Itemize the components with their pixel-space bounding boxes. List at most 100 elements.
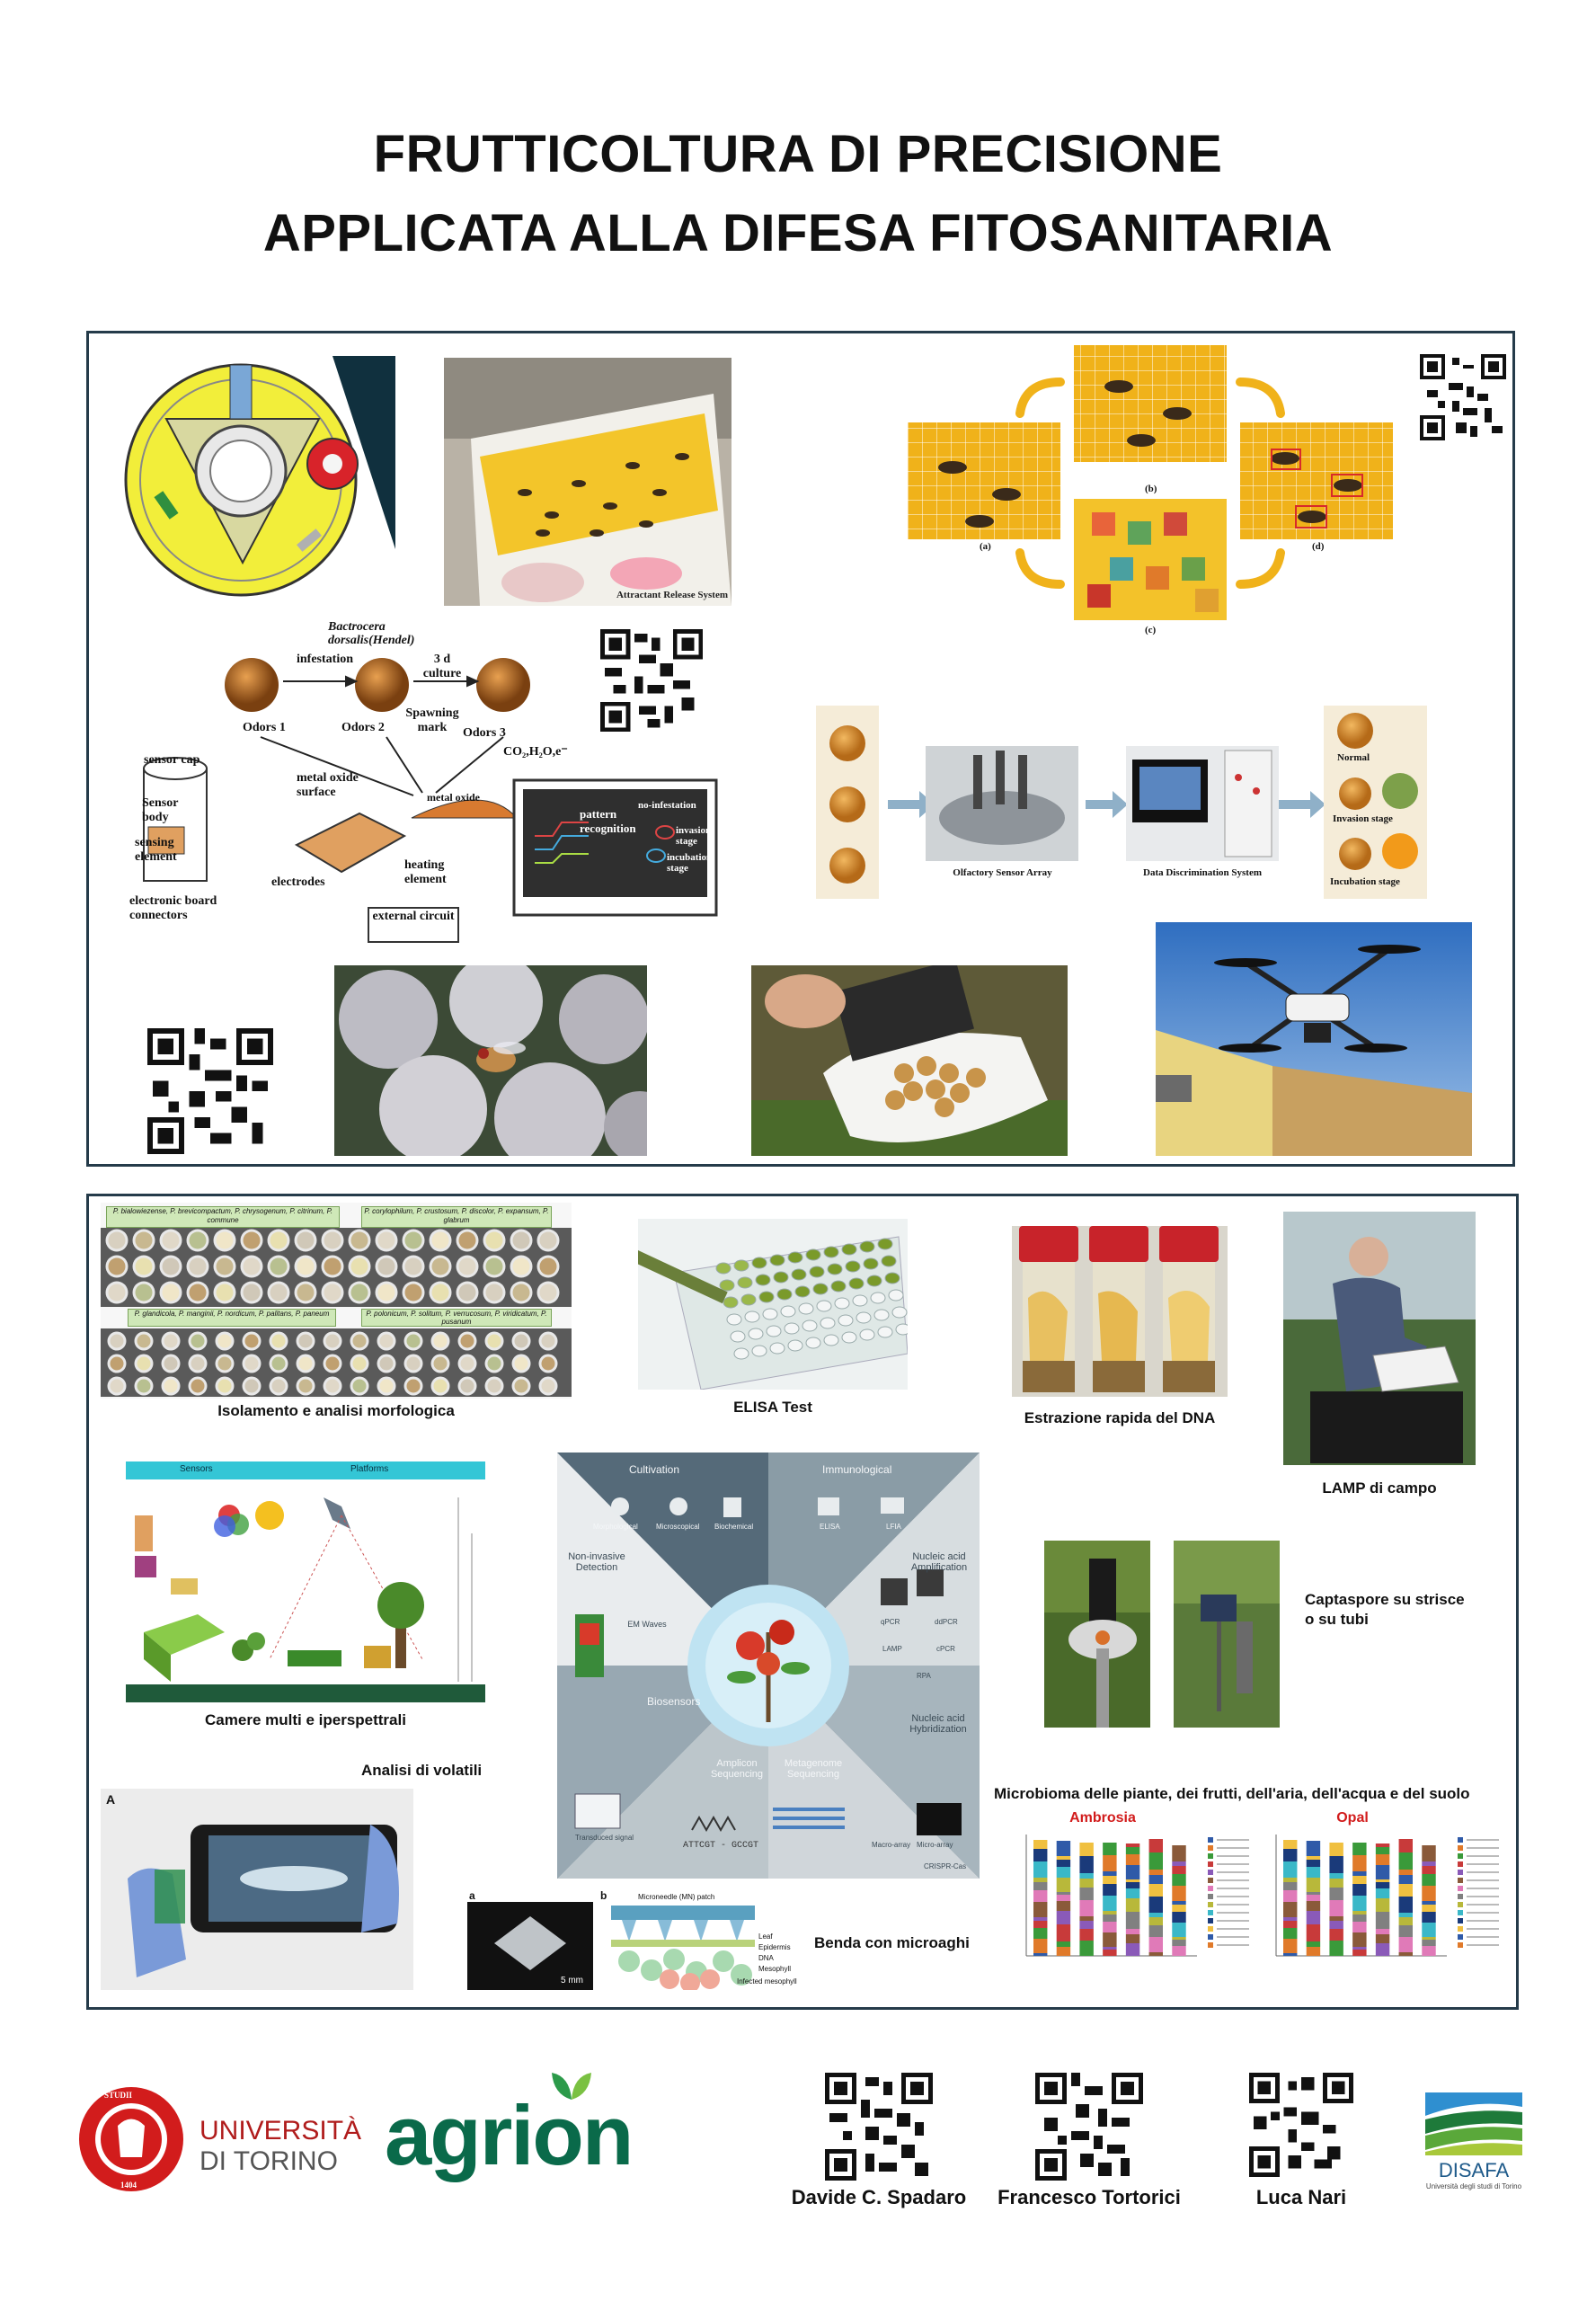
wheel-rpa: RPA	[917, 1672, 931, 1680]
volatili-caption: Analisi di volatili	[361, 1762, 483, 1779]
trap-cad-drawing	[117, 356, 395, 599]
wheel-macroarray: Macro-array	[872, 1841, 911, 1849]
volatili-label-a: A	[106, 1792, 116, 1807]
enose-sensing-element: sensing element	[135, 836, 177, 864]
elisa-caption: ELISA Test	[733, 1399, 812, 1416]
fly-on-fruit-photo	[334, 965, 647, 1156]
wheel-microscopical: Microscopical	[656, 1523, 700, 1531]
enose-no-infestation: no-infestation	[638, 800, 696, 811]
disafa-logo: DISAFA Università degli studi di Torino	[1420, 2089, 1528, 2197]
olfactory-flow-diagram: Olfactory Sensor Array Data Discriminati…	[816, 706, 1427, 903]
spore-caption-1: Captaspore su strisce	[1305, 1591, 1465, 1608]
person-tortorici: Francesco Tortorici	[998, 2186, 1181, 2208]
enose-infestation: infestation	[297, 653, 353, 666]
fly-label-d: (d)	[1312, 541, 1325, 552]
needle-patch: Microneedle (MN) patch	[638, 1893, 715, 1901]
wheel-cpcr: cPCR	[936, 1645, 955, 1653]
sticky-trap-photo: Attractant Release System	[444, 358, 732, 606]
fly-label-a: (a)	[980, 541, 991, 552]
enose-heating-element: heating element	[404, 858, 447, 886]
spore-trap-strip-photo	[1044, 1541, 1150, 1728]
camera-caption: Camere multi e iperspettrali	[205, 1711, 406, 1728]
needle-mesophyll: Mesophyll	[758, 1965, 792, 1973]
wheel-morphological: Morphological	[593, 1523, 638, 1531]
microbiome-ambrosia-title: Ambrosia	[1069, 1810, 1136, 1826]
microbiome-opal-chart: Opal	[1258, 1810, 1510, 1990]
wheel-seq: ATTCGT - GCCGT	[683, 1841, 759, 1851]
microbiome-ambrosia-chart: Ambrosia	[1008, 1810, 1260, 1990]
morph-species-3: P. glandicola, P. manginii, P. nordicum,…	[128, 1309, 336, 1327]
microbiome-caption: Microbioma delle piante, dei frutti, del…	[994, 1785, 1470, 1802]
wheel-cultivation: Cultivation	[629, 1463, 680, 1476]
needle-dna: DNA	[758, 1954, 774, 1962]
needle-epidermis: Epidermis	[758, 1943, 791, 1951]
wheel-qpcr: qPCR	[881, 1618, 900, 1626]
enose-metal-oxide-surface: metal oxide surface	[297, 771, 359, 799]
enose-pattern-recognition: pattern recognition	[580, 807, 636, 835]
unito-name-line1: UNIVERSITÀ	[200, 2116, 362, 2146]
title-line-1: FRUTTICOLTURA DI PRECISIONE	[373, 125, 1223, 183]
olfactory-array-label: Olfactory Sensor Array	[953, 867, 1052, 878]
lamp-field-photo	[1283, 1212, 1476, 1465]
bottom-panel	[86, 1194, 1519, 2010]
wheel-biosensors: Biosensors	[647, 1695, 701, 1708]
olfactory-system-label: Data Discrimination System	[1143, 867, 1262, 878]
drone-photo	[1156, 922, 1472, 1156]
wheel-metagenome: Metagenome Sequencing	[784, 1758, 843, 1780]
enose-gases: CO₂,H₂O,e⁻	[503, 745, 568, 759]
wheel-lamp: LAMP	[882, 1645, 902, 1653]
needle-caption: Benda con microaghi	[814, 1934, 970, 1951]
enose-species: Bactrocera dorsalis(Hendel)	[328, 620, 415, 647]
person-spadaro: Davide C. Spadaro	[791, 2186, 967, 2208]
hyperspectral-diagram: Sensors Platforms	[126, 1461, 485, 1702]
diagnostic-wheel-diagram: Cultivation Immunological Morphological …	[557, 1453, 980, 1879]
person-nari: Luca Nari	[1255, 2186, 1347, 2208]
enose-culture: 3 d culture	[422, 653, 462, 680]
elisa-plate-photo	[638, 1219, 908, 1390]
needle-leaf: Leaf	[758, 1932, 773, 1941]
svg-text:STUDII: STUDII	[104, 2091, 133, 2100]
fly-detection-diagram: (a) (b) (c) (d)	[908, 342, 1393, 652]
dna-caption: Estrazione rapida del DNA	[1024, 1409, 1216, 1426]
fly-label-c: (c)	[1145, 625, 1157, 635]
olfactory-incubation: Incubation stage	[1330, 876, 1400, 887]
wheel-immunological: Immunological	[822, 1463, 892, 1476]
enose-diagram: Bactrocera dorsalis(Hendel) infestation …	[126, 620, 719, 944]
smartphone-volatile-photo: A	[101, 1789, 413, 1990]
enose-metal-oxide: metal oxide	[427, 791, 480, 804]
wheel-noninvasive: Non-invasive Detection	[568, 1551, 625, 1573]
needle-infected: Infected mesophyll	[737, 1977, 797, 1986]
spore-trap-tube-photo	[1174, 1541, 1280, 1728]
disafa-wordmark: DISAFA	[1438, 2159, 1510, 2181]
trap-bait-photo	[751, 965, 1068, 1156]
enose-sensor-body: Sensor body	[142, 796, 179, 824]
needle-scale: 5 mm	[561, 1976, 583, 1986]
disafa-subtitle: Università degli studi di Torino	[1425, 2182, 1522, 2190]
wheel-nucleic-hyb: Nucleic acid Hybridization	[909, 1713, 967, 1735]
wheel-elisa: ELISA	[820, 1523, 840, 1531]
qr-code-spadaro	[825, 2073, 933, 2181]
spore-caption-2: o su tubi	[1305, 1611, 1369, 1628]
enose-spawning: Spawning mark	[405, 706, 459, 734]
microneedle-diagram: a b 5 mm Microneedle (MN) patch Leaf Epi…	[467, 1889, 800, 1990]
wheel-microarray: Micro-array	[917, 1841, 953, 1849]
platforms-header: Platforms	[350, 1464, 389, 1474]
enose-sensor-cap: sensor cap	[144, 753, 200, 767]
qr-code-tortorici	[1035, 2073, 1143, 2181]
lamp-caption: LAMP di campo	[1322, 1479, 1437, 1497]
qr-code-top-right	[1420, 354, 1506, 440]
wheel-nucleic-amp: Nucleic acid Amplification	[910, 1551, 968, 1573]
petri-morphology-grid: P. bialowiezense, P. brevicompactum, P. …	[101, 1203, 572, 1399]
enose-odors-2: Odors 2	[341, 721, 385, 734]
enose-odors-1: Odors 1	[243, 721, 286, 734]
morph-species-1: P. bialowiezense, P. brevicompactum, P. …	[106, 1206, 340, 1228]
enose-electrodes: electrodes	[271, 875, 325, 889]
dna-tubes-photo	[1012, 1226, 1228, 1397]
sensors-header: Sensors	[180, 1464, 213, 1474]
microbiome-opal-title: Opal	[1336, 1810, 1369, 1826]
wheel-ddpcr: ddPCR	[935, 1618, 958, 1626]
morph-species-2: P. corylophilum, P. crustosum, P. discol…	[361, 1206, 552, 1228]
wheel-crispr: CRISPR-Cas	[924, 1862, 967, 1870]
enose-odors-3: Odors 3	[463, 726, 506, 740]
